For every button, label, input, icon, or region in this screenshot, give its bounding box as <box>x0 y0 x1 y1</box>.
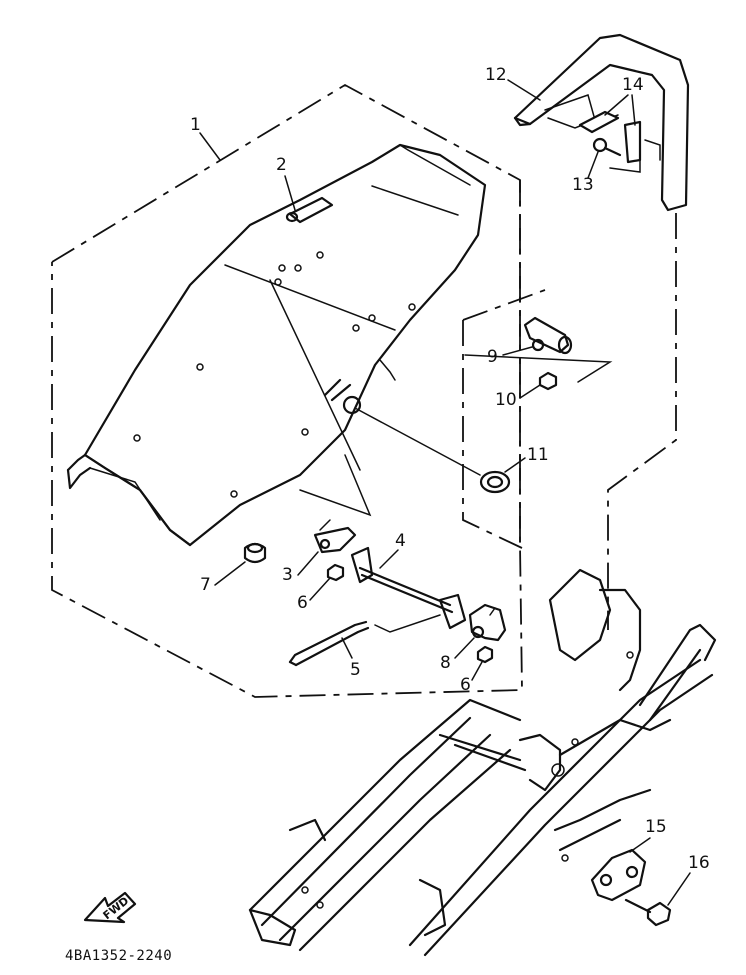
part-number: 11 <box>527 445 549 465</box>
part-number: 16 <box>688 853 710 873</box>
part-number: 14 <box>622 75 644 95</box>
part-number: 7 <box>200 575 211 595</box>
callout-4: 4 <box>379 531 406 569</box>
callout-11: 11 <box>504 445 549 473</box>
bolt <box>624 898 672 927</box>
assembly-boundary <box>51 83 677 698</box>
callout-9: 9 <box>487 346 533 367</box>
callout-5: 5 <box>341 637 361 680</box>
callout-13: 13 <box>572 151 599 195</box>
callout-3: 3 <box>282 551 319 585</box>
callout-8: 8 <box>440 637 475 673</box>
part-number: 4 <box>395 531 406 551</box>
callout-14: 14 <box>604 75 644 126</box>
part-number: 5 <box>350 660 361 680</box>
callout-1: 1 <box>190 115 221 161</box>
lock-cable-rod <box>288 614 441 667</box>
part-number: 15 <box>645 817 667 837</box>
part-number: 1 <box>190 115 201 135</box>
nut <box>538 371 558 391</box>
grab-bar <box>513 33 690 212</box>
frame <box>248 568 717 957</box>
nut <box>326 563 345 582</box>
seat-bumper <box>285 196 334 224</box>
part-number: 13 <box>572 175 594 195</box>
part-number: 3 <box>282 565 293 585</box>
callouts: 1 2 3 4 5 6 6 7 <box>190 65 710 906</box>
part-number: 6 <box>297 593 308 613</box>
callout-12: 12 <box>485 65 541 101</box>
damper <box>243 542 267 564</box>
bracket <box>590 848 647 902</box>
bracket <box>313 519 357 554</box>
part-number: 12 <box>485 65 507 85</box>
part-number: 6 <box>460 675 471 695</box>
callout-15: 15 <box>629 817 667 853</box>
part-number: 2 <box>276 155 287 175</box>
part-number: 8 <box>440 653 451 673</box>
callout-7: 7 <box>200 561 246 595</box>
seat-lock <box>464 316 613 383</box>
fwd-arrow-icon: FWD <box>83 891 137 924</box>
callout-6-upper: 6 <box>297 577 331 613</box>
callout-16: 16 <box>667 853 710 906</box>
callout-6-lower: 6 <box>460 661 483 695</box>
part-number: 9 <box>487 347 498 367</box>
nut <box>476 645 494 664</box>
lock-bracket <box>468 603 507 642</box>
seat <box>66 143 487 547</box>
grommet <box>354 407 511 494</box>
callout-10: 10 <box>495 384 541 410</box>
part-number: 10 <box>495 390 517 410</box>
drawing-code: 4BA1352-2240 <box>65 948 172 964</box>
seat-lock-rod <box>350 546 467 630</box>
bolt <box>592 137 622 157</box>
callout-2: 2 <box>276 155 296 211</box>
